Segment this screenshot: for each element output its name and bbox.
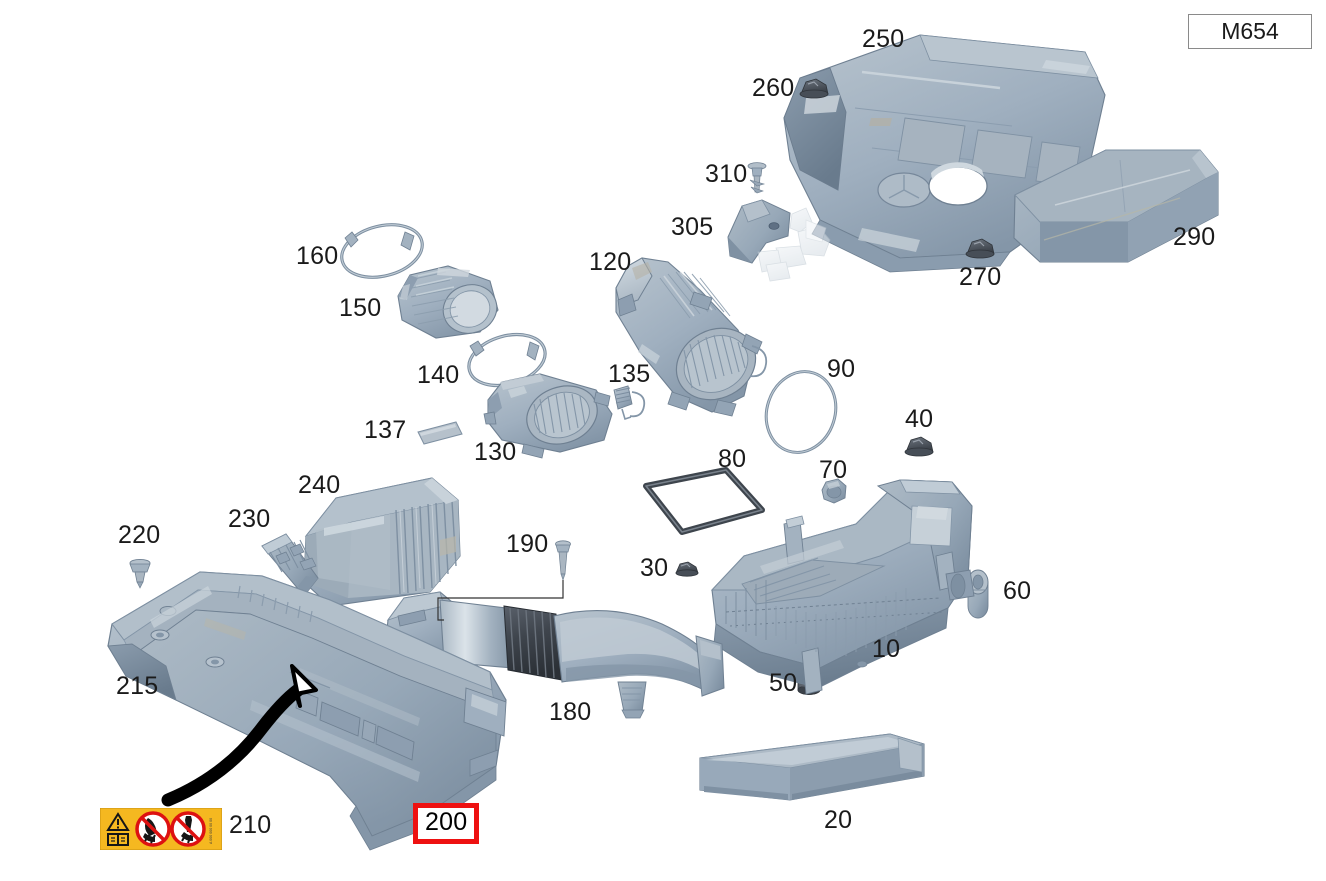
part-200-air-guide-duct	[107, 571, 507, 851]
callout-80[interactable]: 80	[718, 445, 747, 473]
callout-50[interactable]: 50	[769, 669, 798, 697]
pointer-arrow-to-200	[161, 664, 318, 807]
callout-10[interactable]: 10	[872, 635, 901, 663]
callout-270[interactable]: 270	[959, 263, 1002, 291]
part-260-cover-grommet	[799, 78, 829, 99]
model-code-label: M654	[1221, 18, 1279, 44]
callout-305[interactable]: 305	[671, 213, 714, 241]
part-230-retaining-strip	[261, 533, 319, 597]
callout-210[interactable]: 210	[229, 811, 272, 839]
part-120-charge-air-duct	[615, 257, 768, 417]
svg-text:A 000 000 00 00: A 000 000 00 00	[209, 818, 213, 844]
no-hands-icon	[135, 811, 171, 847]
callout-160[interactable]: 160	[296, 242, 339, 270]
part-250-engine-cover	[783, 34, 1106, 273]
callout-90[interactable]: 90	[827, 355, 856, 383]
callout-190[interactable]: 190	[506, 530, 549, 558]
part-220-expanding-rivet	[129, 558, 151, 589]
no-tool-icon	[170, 811, 206, 847]
callout-135[interactable]: 135	[608, 360, 651, 388]
sticker-microprint: A 000 000 00 00	[209, 818, 213, 844]
callout-310[interactable]: 310	[705, 160, 748, 188]
callout-20[interactable]: 20	[824, 806, 853, 834]
callout-137[interactable]: 137	[364, 416, 407, 444]
callout-180[interactable]: 180	[549, 698, 592, 726]
part-60-connector-sleeve	[967, 569, 989, 619]
part-90-o-ring-seal	[764, 370, 838, 454]
part-137-identification-plate	[417, 421, 463, 445]
part-70-rubber-plug	[821, 478, 847, 504]
callout-250[interactable]: 250	[862, 25, 905, 53]
part-130-charge-air-cooler-outlet	[483, 373, 613, 459]
part-150-intake-bellows	[397, 265, 499, 339]
part-30-rubber-grommet	[675, 561, 699, 577]
part-270-cover-grommet	[965, 238, 995, 259]
callout-290[interactable]: 290	[1173, 223, 1216, 251]
part-190-mounting-screw	[555, 540, 571, 581]
callout-260[interactable]: 260	[752, 74, 795, 102]
read-manual-icon	[107, 833, 129, 846]
part-180-air-intake-hose	[385, 591, 725, 719]
callout-130[interactable]: 130	[474, 438, 517, 466]
callout-30[interactable]: 30	[640, 554, 669, 582]
part-10-air-filter-housing	[710, 479, 975, 695]
model-code-box: M654	[1188, 14, 1312, 49]
part-310-push-pin-clip	[747, 162, 767, 194]
callout-40[interactable]: 40	[905, 405, 934, 433]
part-290-cover-panel	[1013, 149, 1219, 263]
part-20-air-filter-element	[699, 733, 925, 801]
part-240-resonator-box	[303, 477, 461, 607]
warning-triangle-icon	[106, 812, 130, 831]
callout-70[interactable]: 70	[819, 456, 848, 484]
part-160-oval-clamp-ring	[340, 223, 424, 279]
callout-150[interactable]: 150	[339, 294, 382, 322]
warning-decal-210: A 000 000 00 00	[100, 808, 222, 850]
part-40-rubber-mount	[904, 436, 934, 457]
leader-line-190	[437, 580, 564, 621]
part-305-mounting-bracket	[727, 199, 831, 282]
callout-240[interactable]: 240	[298, 471, 341, 499]
callout-140[interactable]: 140	[417, 361, 460, 389]
callout-120[interactable]: 120	[589, 248, 632, 276]
callout-215[interactable]: 215	[116, 672, 159, 700]
callout-230[interactable]: 230	[228, 505, 271, 533]
part-80-housing-gasket	[643, 467, 765, 535]
callout-220[interactable]: 220	[118, 521, 161, 549]
callout-60[interactable]: 60	[1003, 577, 1032, 605]
callout-200[interactable]: 200	[413, 803, 480, 844]
part-135-temperature-sensor	[613, 385, 646, 421]
